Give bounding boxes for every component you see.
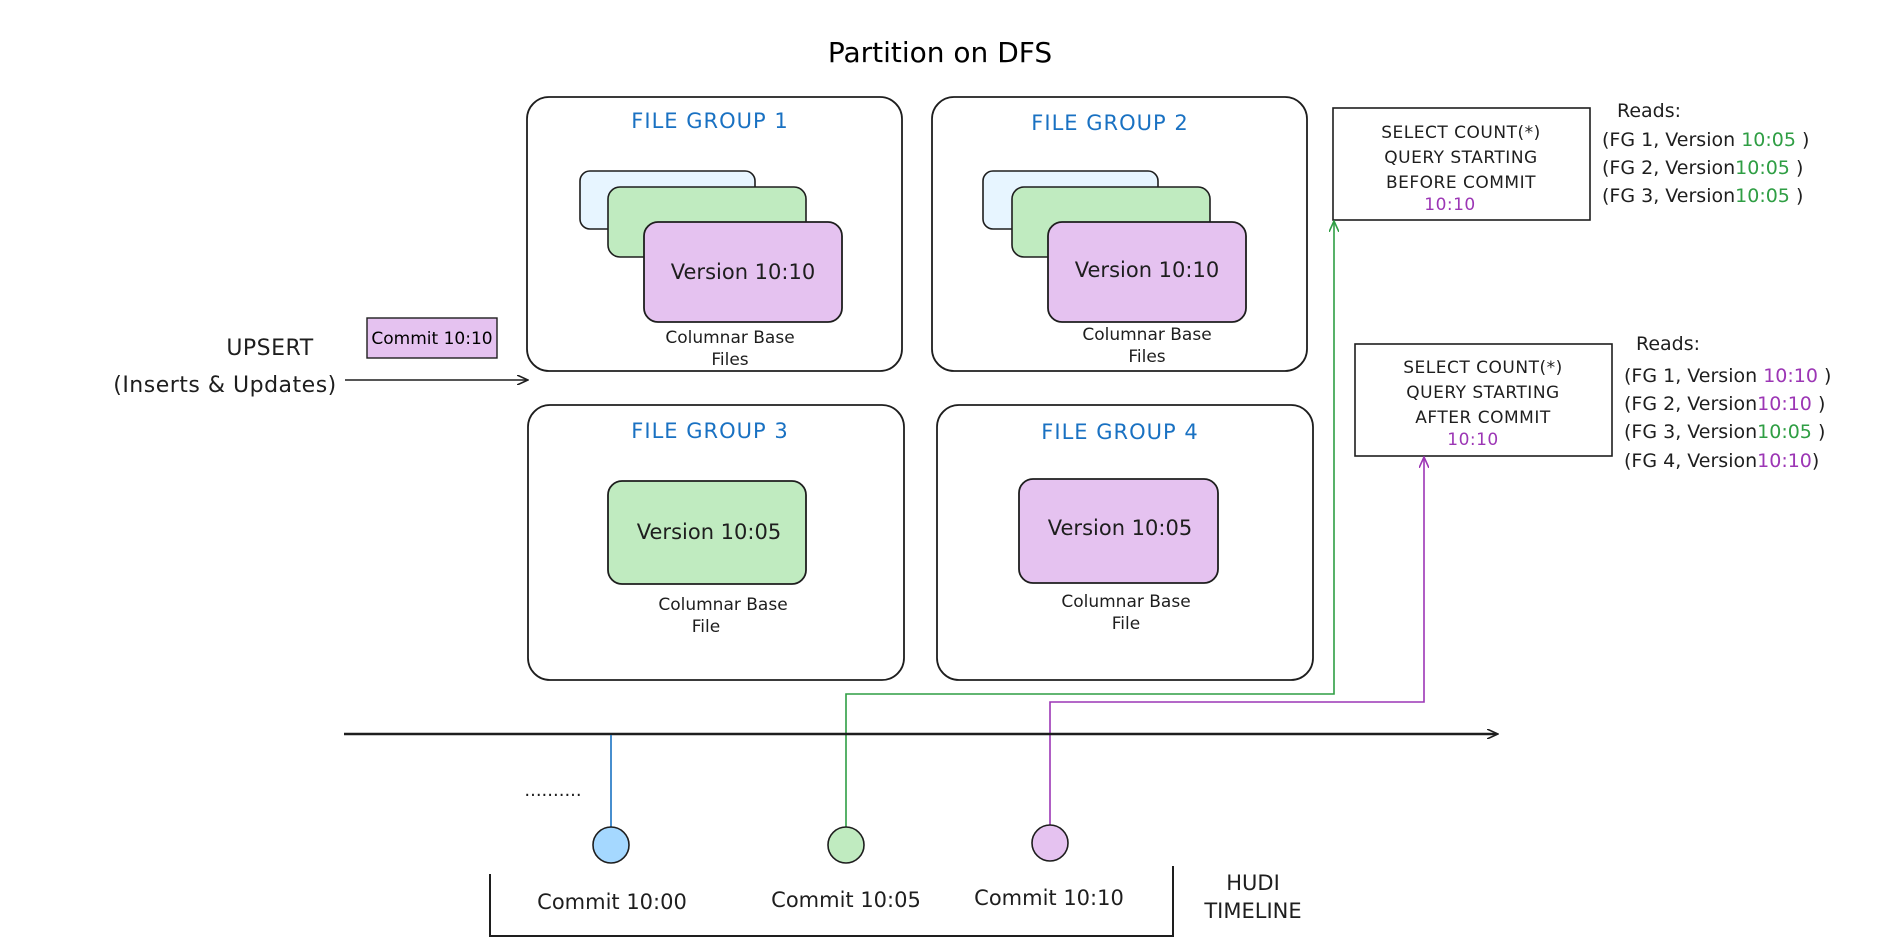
file-version-block bbox=[607, 480, 807, 585]
timeline-label: HUDI bbox=[1226, 871, 1280, 895]
query-1-reads-label: Reads: bbox=[1617, 100, 1681, 122]
commit-1000-label: Commit 10:00 bbox=[537, 890, 687, 914]
upsert-commit-badge: Commit 10:10 bbox=[366, 317, 498, 359]
query-before-commit: SELECT COUNT(*) QUERY STARTING BEFORE CO… bbox=[1332, 107, 1591, 221]
timeline-ellipsis: .......... bbox=[524, 780, 581, 801]
file-group-4-caption: Columnar Base bbox=[1061, 592, 1190, 612]
commit-1000-node bbox=[592, 826, 630, 864]
commit-1010-node bbox=[1031, 824, 1069, 862]
file-version-latest-block bbox=[1047, 221, 1247, 323]
commit-1005-node bbox=[827, 826, 865, 864]
file-group-1-caption: Columnar Base bbox=[665, 328, 794, 348]
query-2-reads-label: Reads: bbox=[1636, 333, 1700, 355]
query-2-line-1: SELECT COUNT(*) bbox=[1403, 358, 1562, 378]
file-group-4-title: FILE GROUP 4 bbox=[1041, 420, 1198, 444]
read-entry: (FG 4, Version10:10) bbox=[1624, 450, 1819, 472]
commit-1010-label: Commit 10:10 bbox=[974, 886, 1124, 910]
file-group-4-caption-2: File bbox=[1112, 614, 1140, 634]
file-group-3-title: FILE GROUP 3 bbox=[631, 419, 788, 443]
timeline-bracket bbox=[489, 866, 1174, 937]
read-entry: (FG 2, Version10:05 ) bbox=[1602, 157, 1803, 179]
file-group-2-caption-2: Files bbox=[1128, 347, 1165, 367]
query-after-commit: SELECT COUNT(*) QUERY STARTING AFTER COM… bbox=[1354, 343, 1613, 457]
read-entry: (FG 1, Version 10:10 ) bbox=[1624, 365, 1831, 387]
file-group-2: FILE GROUP 2 Version 10:10 Columnar Base… bbox=[931, 96, 1308, 372]
query-2-reads: Reads: (FG 1, Version 10:10 ) (FG 2, Ver… bbox=[1624, 333, 1831, 472]
file-version-block bbox=[1018, 478, 1219, 584]
file-group-3-caption-2: File bbox=[692, 617, 720, 637]
query-1-reads: Reads: (FG 1, Version 10:05 ) (FG 2, Ver… bbox=[1602, 100, 1809, 207]
connector-commit-1010-to-query-2 bbox=[1049, 458, 1424, 840]
file-group-3-caption: Columnar Base bbox=[658, 595, 787, 615]
file-group-2-caption: Columnar Base bbox=[1082, 325, 1211, 345]
file-group-2-version: Version 10:10 bbox=[1075, 258, 1219, 282]
query-1-line-3: BEFORE COMMIT bbox=[1386, 173, 1536, 193]
file-group-1-title: FILE GROUP 1 bbox=[631, 109, 788, 133]
upsert-label: UPSERT bbox=[226, 336, 313, 361]
query-2-line-3: AFTER COMMIT bbox=[1415, 408, 1551, 428]
query-1-line-1: SELECT COUNT(*) bbox=[1381, 123, 1540, 143]
commit-1005-label: Commit 10:05 bbox=[771, 888, 921, 912]
file-version-latest-block bbox=[643, 221, 843, 323]
query-1-line-2: QUERY STARTING bbox=[1384, 148, 1537, 168]
query-1-time: 10:10 bbox=[1424, 195, 1476, 215]
timeline-label-2: TIMELINE bbox=[1203, 899, 1301, 923]
file-group-4-version: Version 10:05 bbox=[1048, 516, 1192, 540]
read-entry: (FG 3, Version10:05 ) bbox=[1624, 421, 1825, 443]
query-2-time: 10:10 bbox=[1447, 430, 1499, 450]
file-group-4: FILE GROUP 4 Version 10:05 Columnar Base… bbox=[936, 404, 1314, 681]
read-entry: (FG 2, Version10:10 ) bbox=[1624, 393, 1825, 415]
file-group-1-caption-2: Files bbox=[711, 350, 748, 370]
query-2-line-2: QUERY STARTING bbox=[1406, 383, 1559, 403]
file-group-1-version: Version 10:10 bbox=[671, 260, 815, 284]
connector-commit-1005-to-query-1 bbox=[845, 222, 1334, 840]
upsert-commit-label: Commit 10:10 bbox=[371, 329, 492, 349]
file-group-3-version: Version 10:05 bbox=[637, 520, 781, 544]
diagram-title: Partition on DFS bbox=[828, 36, 1052, 69]
read-entry: (FG 1, Version 10:05 ) bbox=[1602, 129, 1809, 151]
file-group-3: FILE GROUP 3 Version 10:05 Columnar Base… bbox=[527, 404, 905, 681]
file-group-2-title: FILE GROUP 2 bbox=[1031, 111, 1188, 135]
upsert-sublabel: (Inserts & Updates) bbox=[113, 373, 337, 398]
read-entry: (FG 3, Version10:05 ) bbox=[1602, 185, 1803, 207]
file-group-1: FILE GROUP 1 Version 10:10 Columnar Base… bbox=[526, 96, 903, 372]
